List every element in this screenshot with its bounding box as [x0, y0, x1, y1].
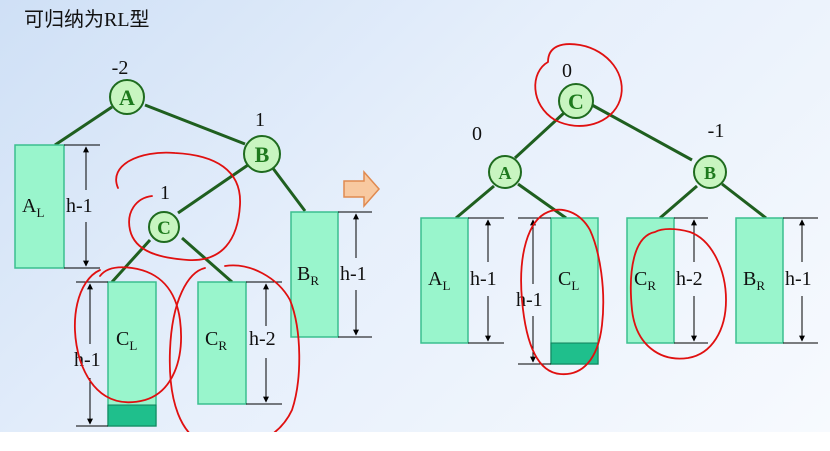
right-tree: AL h-1 CL h-1 CR h-2	[420, 60, 818, 365]
rotation-diagram: 可归纳为RL型 AL h-1 BR h-1	[14, 8, 818, 449]
transform-arrow	[343, 170, 381, 208]
edge-c-cl	[110, 238, 152, 284]
node-b-label: B	[255, 142, 270, 167]
subtree-c-r-box	[197, 281, 247, 405]
node-a-balance: 0	[472, 123, 482, 145]
subtree-c-l-height: h-1	[516, 289, 543, 311]
node-c-balance: 1	[160, 182, 170, 204]
annotation-loop-right-cl	[520, 208, 605, 375]
node-a: A 0	[472, 123, 522, 189]
subtree-c-l-box	[550, 217, 599, 365]
subtree-b-r-box	[290, 211, 339, 338]
edge-a-al	[455, 184, 495, 220]
node-a-label: A	[499, 163, 512, 183]
node-c-label: C	[157, 218, 171, 239]
subtree-c-r: CR h-2	[197, 281, 282, 405]
node-b-circle	[243, 135, 281, 173]
subtree-a-l-box	[420, 217, 469, 344]
subtree-c-l-label: CL	[116, 328, 137, 353]
node-b-label: B	[704, 163, 716, 183]
subtree-c-r-label: CR	[634, 268, 656, 293]
edge-c-cr	[181, 236, 233, 284]
subtree-b-r-height: h-1	[340, 263, 367, 285]
annotation-loop-left-cl	[73, 266, 182, 404]
subtree-c-l: CL h-1	[516, 217, 599, 365]
subtree-a-l: AL h-1	[420, 217, 504, 344]
subtree-c-l-extra-level	[550, 342, 599, 365]
subtree-b-r: BR h-1	[735, 217, 818, 344]
subtree-c-l-label: CL	[558, 268, 579, 293]
node-a: A -2	[109, 57, 145, 115]
node-b: B -1	[693, 120, 727, 189]
annotation-loop-left-c-b	[115, 151, 241, 261]
annotation-loop-right-cr	[629, 228, 727, 360]
subtree-c-l-extra-level	[107, 404, 157, 427]
subtree-a-l-height: h-1	[470, 268, 497, 290]
edge-c-a	[513, 110, 567, 160]
subtree-c-r-label: CR	[205, 328, 227, 353]
annotation-loop-right-root	[534, 43, 623, 127]
subtree-c-l-box	[107, 281, 157, 427]
node-a-circle	[109, 79, 145, 115]
subtree-a-l-label: AL	[22, 195, 44, 220]
subtree-a-l-label: AL	[428, 268, 450, 293]
slide-title: 可归纳为RL型	[24, 8, 150, 31]
node-c-balance: 0	[562, 60, 572, 82]
subtree-b-r: BR h-1	[290, 211, 372, 338]
node-a-balance: -2	[112, 57, 129, 79]
node-b-balance: 1	[255, 109, 265, 131]
node-b-balance: -1	[708, 120, 725, 142]
node-b: B 1	[243, 109, 281, 173]
node-a-circle	[488, 155, 522, 189]
subtree-c-r-height: h-2	[249, 328, 276, 350]
subtree-a-l-height: h-1	[66, 195, 93, 217]
subtree-c-l: CL h-1	[74, 281, 157, 427]
edge-a-cl	[517, 182, 567, 220]
node-c: C 1	[148, 182, 180, 243]
subtree-c-r-height: h-2	[676, 268, 703, 290]
subtree-c-r: CR h-2	[626, 217, 708, 344]
subtree-b-r-label: BR	[297, 263, 319, 288]
edge-b-cr	[659, 184, 698, 220]
node-b-circle	[693, 155, 727, 189]
edge-b-br	[270, 166, 307, 212]
edge-b-br	[721, 182, 767, 220]
node-a-label: A	[119, 85, 135, 110]
subtree-c-l-height: h-1	[74, 349, 101, 371]
node-c: C 0	[558, 60, 594, 119]
edge-a-al	[54, 105, 113, 147]
subtree-b-r-box	[735, 217, 784, 344]
subtree-b-r-height: h-1	[785, 268, 812, 290]
node-c-circle	[558, 83, 594, 119]
edge-b-c	[177, 163, 249, 215]
edge-c-b	[591, 103, 693, 162]
left-tree: AL h-1 BR h-1 CL h-1	[14, 57, 372, 427]
node-c-label: C	[568, 89, 584, 114]
node-c-circle	[148, 211, 180, 243]
edge-a-b	[144, 103, 246, 146]
subtree-b-r-label: BR	[743, 268, 765, 293]
subtree-a-l-box	[14, 144, 65, 269]
subtree-a-l: AL h-1	[14, 144, 100, 269]
